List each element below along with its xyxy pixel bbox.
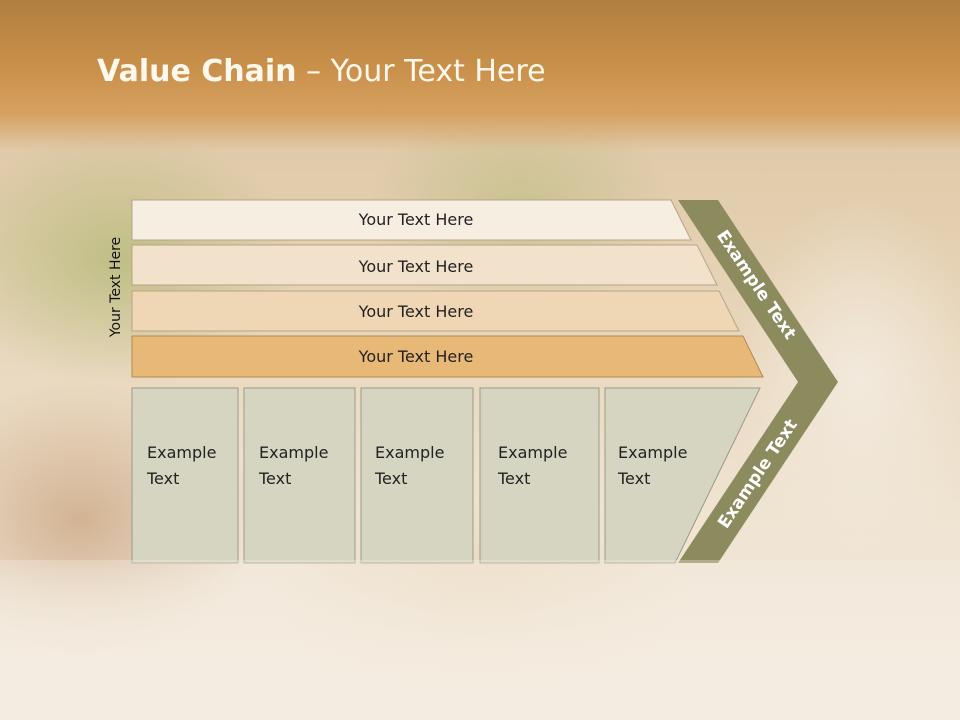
support-bar-3-shape bbox=[131, 290, 740, 332]
primary-box-3-line1: Example bbox=[375, 443, 444, 462]
primary-box-3-shape bbox=[360, 387, 474, 564]
primary-box-1-shape bbox=[131, 387, 239, 564]
primary-box-2: Example Text bbox=[243, 387, 356, 564]
support-bar-1-label: Your Text Here bbox=[358, 210, 474, 229]
support-bar-4-label: Your Text Here bbox=[358, 347, 474, 366]
support-bar-1-shape bbox=[131, 199, 692, 241]
title-rest: – Your Text Here bbox=[296, 54, 546, 89]
primary-box-1: Example Text bbox=[131, 387, 239, 564]
support-bar-4: Your Text Here bbox=[131, 335, 764, 378]
primary-box-1-line1: Example bbox=[147, 443, 216, 462]
support-bar-2-label: Your Text Here bbox=[358, 257, 474, 276]
primary-box-5: Example Text bbox=[604, 387, 761, 564]
primary-box-4-shape bbox=[479, 387, 600, 564]
slide-title: Value Chain – Your Text Here bbox=[97, 54, 546, 89]
support-bar-3-label: Your Text Here bbox=[358, 302, 474, 321]
support-bar-3: Your Text Here bbox=[131, 290, 740, 332]
primary-box-2-line2: Text bbox=[258, 469, 291, 488]
primary-box-1-line2: Text bbox=[146, 469, 179, 488]
primary-box-2-shape bbox=[243, 387, 356, 564]
primary-box-4: Example Text bbox=[479, 387, 600, 564]
primary-box-4-line1: Example bbox=[498, 443, 567, 462]
primary-box-3-line2: Text bbox=[374, 469, 407, 488]
support-bar-2-shape bbox=[131, 244, 718, 286]
reflection-fade bbox=[0, 560, 960, 720]
support-bar-4-shape bbox=[131, 335, 764, 378]
primary-box-5-line1: Example bbox=[618, 443, 687, 462]
support-bar-2: Your Text Here bbox=[131, 244, 718, 286]
arrow-upper-chevron bbox=[678, 200, 838, 382]
primary-box-2-line1: Example bbox=[259, 443, 328, 462]
arrow-lower-chevron bbox=[678, 382, 838, 563]
support-bar-1: Your Text Here bbox=[131, 199, 692, 241]
primary-box-4-line2: Text bbox=[497, 469, 530, 488]
title-band bbox=[0, 0, 960, 150]
title-bold: Value Chain bbox=[97, 54, 297, 89]
primary-box-5-line2: Text bbox=[617, 469, 650, 488]
primary-box-3: Example Text bbox=[360, 387, 474, 564]
